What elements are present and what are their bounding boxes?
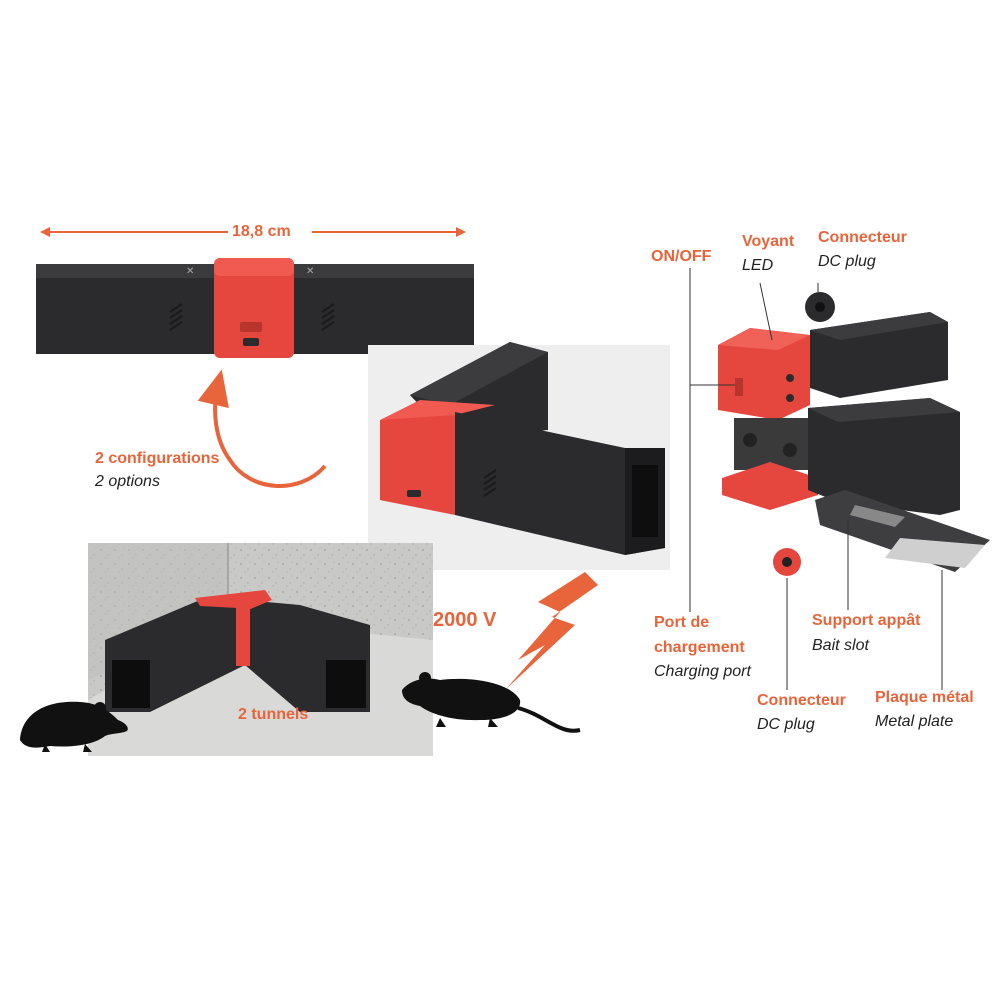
lightning-bolt-icon	[505, 572, 598, 690]
exploded-diagram	[718, 292, 990, 576]
corner-scene	[88, 543, 433, 756]
configurations-label: 2 configurations	[95, 450, 220, 467]
dc-plug-bottom-label-en: DC plug	[757, 716, 815, 733]
curved-arrow-icon	[197, 369, 327, 488]
bait-slot-label: Support appât	[812, 612, 921, 629]
dc-plug-top-label-en: DC plug	[818, 253, 876, 270]
charging-port-label-en: Charging port	[654, 663, 751, 680]
dimension-arrow-icon	[40, 227, 466, 237]
dc-plug-bottom-label: Connecteur	[757, 692, 846, 709]
callout-lines	[689, 268, 943, 690]
charging-port-label-1: Port de	[654, 614, 710, 631]
straight-trap-device: ✕ ✕	[36, 258, 474, 358]
voltage-label: 2000 V	[433, 609, 497, 631]
corner-trap-device	[368, 342, 670, 570]
metal-plate-label: Plaque métal	[875, 689, 974, 706]
svg-text:✕: ✕	[186, 266, 194, 277]
configurations-label-en: 2 options	[95, 473, 160, 490]
onoff-label: ON/OFF	[651, 248, 712, 265]
dc-plug-top-label: Connecteur	[818, 229, 907, 246]
rat-silhouette-icon	[20, 701, 128, 752]
led-label: Voyant	[742, 233, 795, 250]
charging-port-label-2: chargement	[654, 639, 745, 656]
dimension-label: 18,8 cm	[232, 223, 291, 240]
metal-plate-label-en: Metal plate	[875, 713, 954, 730]
led-label-en: LED	[742, 257, 774, 274]
svg-text:✕: ✕	[306, 266, 314, 277]
tunnels-label: 2 tunnels	[238, 706, 309, 723]
bait-slot-label-en: Bait slot	[812, 637, 869, 654]
rat-silhouette-icon	[402, 672, 581, 733]
